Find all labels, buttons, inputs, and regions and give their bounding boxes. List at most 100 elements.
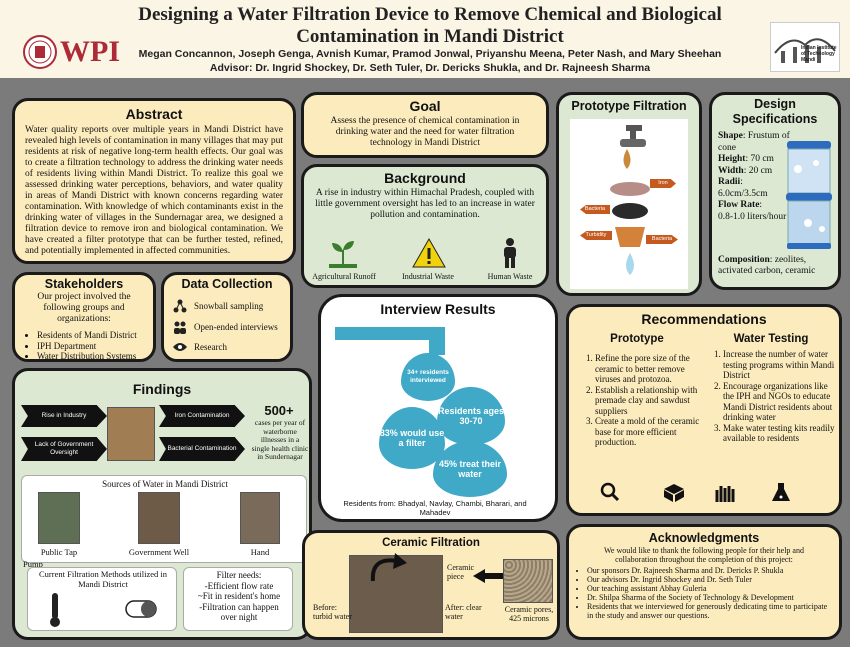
government-well-photo <box>138 492 180 544</box>
iit-logo-text: Indian Institute of Technology Mandi <box>801 45 837 63</box>
water-sources-panel: Sources of Water in Mandi District Publi… <box>21 475 307 563</box>
sources-title: Sources of Water in Mandi District <box>102 479 228 489</box>
pill-icon <box>124 598 158 620</box>
list-item: Water Distribution Systems <box>37 351 153 362</box>
title-line-1: Designing a Water Filtration Device to R… <box>138 4 722 25</box>
list-item: Residents that we interviewed for genero… <box>587 602 835 620</box>
interview-results-title: Interview Results <box>380 301 496 317</box>
magnifier-icon <box>599 481 621 503</box>
spec-height: Height: 70 cm <box>718 154 774 164</box>
needs-title: Filter needs: <box>216 570 262 580</box>
filter-needs-panel: Filter needs: -Efficient flow rate ~Fit … <box>183 567 293 631</box>
data-collection-box: Data Collection Snowball sampling Open-e… <box>161 272 293 362</box>
ceramic-piece: Ceramic piece <box>447 563 475 581</box>
author-block: Megan Concannon, Joseph Genga, Avnish Ku… <box>110 47 750 75</box>
advisors: Advisor: Dr. Ingrid Shockey, Dr. Seth Tu… <box>209 62 651 74</box>
contaminated-water-photo <box>107 407 155 461</box>
pipe-horizontal <box>335 327 445 340</box>
drop-interviewed: 34+ residents interviewed <box>401 353 455 401</box>
recommendations-title: Recommendations <box>641 311 767 327</box>
rec-testing-list: Increase the number of water testing pro… <box>723 349 837 444</box>
list-item: IPH Department <box>37 341 153 352</box>
abstract-box: Abstract Water quality reports over mult… <box>12 98 296 264</box>
spec-shape: Shape: Frustum of cone <box>718 131 790 153</box>
wpi-logo: WPI <box>22 33 130 71</box>
composition: Composition: zeolites, activated carbon,… <box>718 255 816 276</box>
source-hand-pump: Hand <box>250 547 270 557</box>
spec-radii: Radii: <box>718 177 743 187</box>
drop-would-use: 83% would use a filter <box>379 407 445 469</box>
title-line-2: Contamination in Mandi District <box>296 26 564 47</box>
stakeholders-title: Stakeholders <box>44 277 124 291</box>
prototype-filtration-title: Prototype Filtration <box>571 99 687 113</box>
goal-box: Goal Assess the presence of chemical con… <box>301 92 549 158</box>
list-item: Encourage organizations like the IPH and… <box>723 381 837 423</box>
interview-results-box: Interview Results 34+ residents intervie… <box>318 294 558 522</box>
wpi-logo-text: WPI <box>60 35 120 68</box>
chevron-bacterial: Bacterial Contamination <box>159 437 245 461</box>
design-specs-title: Design Specifications <box>712 97 838 127</box>
iit-logo: Indian Institute of Technology Mandi <box>770 22 840 72</box>
source-hand-pump-overflow: Pump <box>23 559 43 569</box>
findings-box: Findings Rise in Industry Lack of Govern… <box>12 368 312 640</box>
stakeholders-intro: Our project involved the following group… <box>37 292 131 324</box>
chevron-oversight: Lack of Government Oversight <box>21 437 107 461</box>
stat-text: cases per year of waterborne illnesses i… <box>251 418 309 461</box>
authors: Megan Concannon, Joseph Genga, Avnish Ku… <box>138 48 722 60</box>
arrow-left-icon <box>473 569 503 583</box>
curved-arrow-icon <box>367 553 407 583</box>
ceramic-pores-photo <box>503 559 553 603</box>
box-icon <box>661 481 687 503</box>
drop-treat: 45% treat their water <box>433 441 507 497</box>
spec-flow: Flow Rate: <box>718 200 763 210</box>
ceramic-before: Before: turbid water <box>313 603 352 621</box>
needs-item: ~Fit in resident's home <box>197 591 281 601</box>
findings-title: Findings <box>132 381 192 397</box>
label-bacteria-2: Bacteria <box>646 235 678 244</box>
candle-filter-icon <box>48 592 62 628</box>
spec-flow-value: 0.8-1.0 liters/hour <box>718 211 787 222</box>
list-item: Establish a relationship with premade cl… <box>595 385 707 417</box>
abstract-text: Water quality reports over multiple year… <box>25 125 284 256</box>
data-collection-title: Data Collection <box>181 277 273 291</box>
needs-item: over night <box>220 612 258 622</box>
abstract-title: Abstract <box>125 106 183 122</box>
people-icon <box>172 320 188 334</box>
warning-icon <box>412 237 446 269</box>
ceramic-after: After: clear water <box>445 603 482 621</box>
label-iron: Iron <box>650 179 676 188</box>
acknowledgments-intro: We would like to thank the following peo… <box>604 546 804 564</box>
rec-prototype-list: Refine the pore size of the ceramic to b… <box>595 353 707 448</box>
chevron-iron: Iron Contamination <box>159 405 245 427</box>
data-item-snowball: Snowball sampling <box>194 301 264 311</box>
person-icon <box>498 237 522 269</box>
spec-radii-value: 6.0cm/3.5cm <box>718 188 768 199</box>
ceramic-pores: Ceramic pores, 425 microns <box>504 605 554 623</box>
bg-label-industrial: Industrial Waste <box>402 272 454 281</box>
background-text: A rise in industry within Himachal Prade… <box>315 188 535 220</box>
public-tap-photo <box>38 492 80 544</box>
label-bacteria-1: Bacteria <box>580 205 610 214</box>
list-item: Our sponsors Dr. Rajneesh Sharma and Dr.… <box>587 566 835 575</box>
rec-prototype-title: Prototype <box>610 333 664 345</box>
ceramic-title: Ceramic Filtration <box>382 537 480 549</box>
methods-title: Current Filtration Methods utilized in M… <box>39 569 167 589</box>
list-item: Create a mold of the ceramic base for mo… <box>595 416 707 448</box>
data-item-research: Research <box>194 342 227 352</box>
filtration-methods-panel: Current Filtration Methods utilized in M… <box>27 567 177 631</box>
stakeholders-list: Residents of Mandi District IPH Departme… <box>37 330 153 362</box>
bg-label-agriculture: Agricultural Runoff <box>312 272 376 281</box>
source-government-well: Government Well <box>128 547 190 557</box>
prototype-filtration-box: Prototype Filtration Iron Bacteria Turbi… <box>556 92 702 296</box>
ceramic-filtration-box: Ceramic Filtration Before: turbid water … <box>302 530 560 640</box>
filter-photo <box>784 139 834 251</box>
filtration-diagram: Iron Bacteria Turbidity Bacteria <box>570 119 688 289</box>
needs-item: -Filtration can happen <box>199 601 279 612</box>
list-item: Increase the number of water testing pro… <box>723 349 837 381</box>
stakeholders-box: Stakeholders Our project involved the fo… <box>12 272 156 362</box>
poster-title: Designing a Water Filtration Device to R… <box>110 4 750 48</box>
poster-header <box>0 0 850 78</box>
goal-title: Goal <box>409 98 441 114</box>
source-public-tap: Public Tap <box>40 547 78 557</box>
specs-list: Shape: Frustum of cone Height: 70 cm Wid… <box>718 131 796 223</box>
